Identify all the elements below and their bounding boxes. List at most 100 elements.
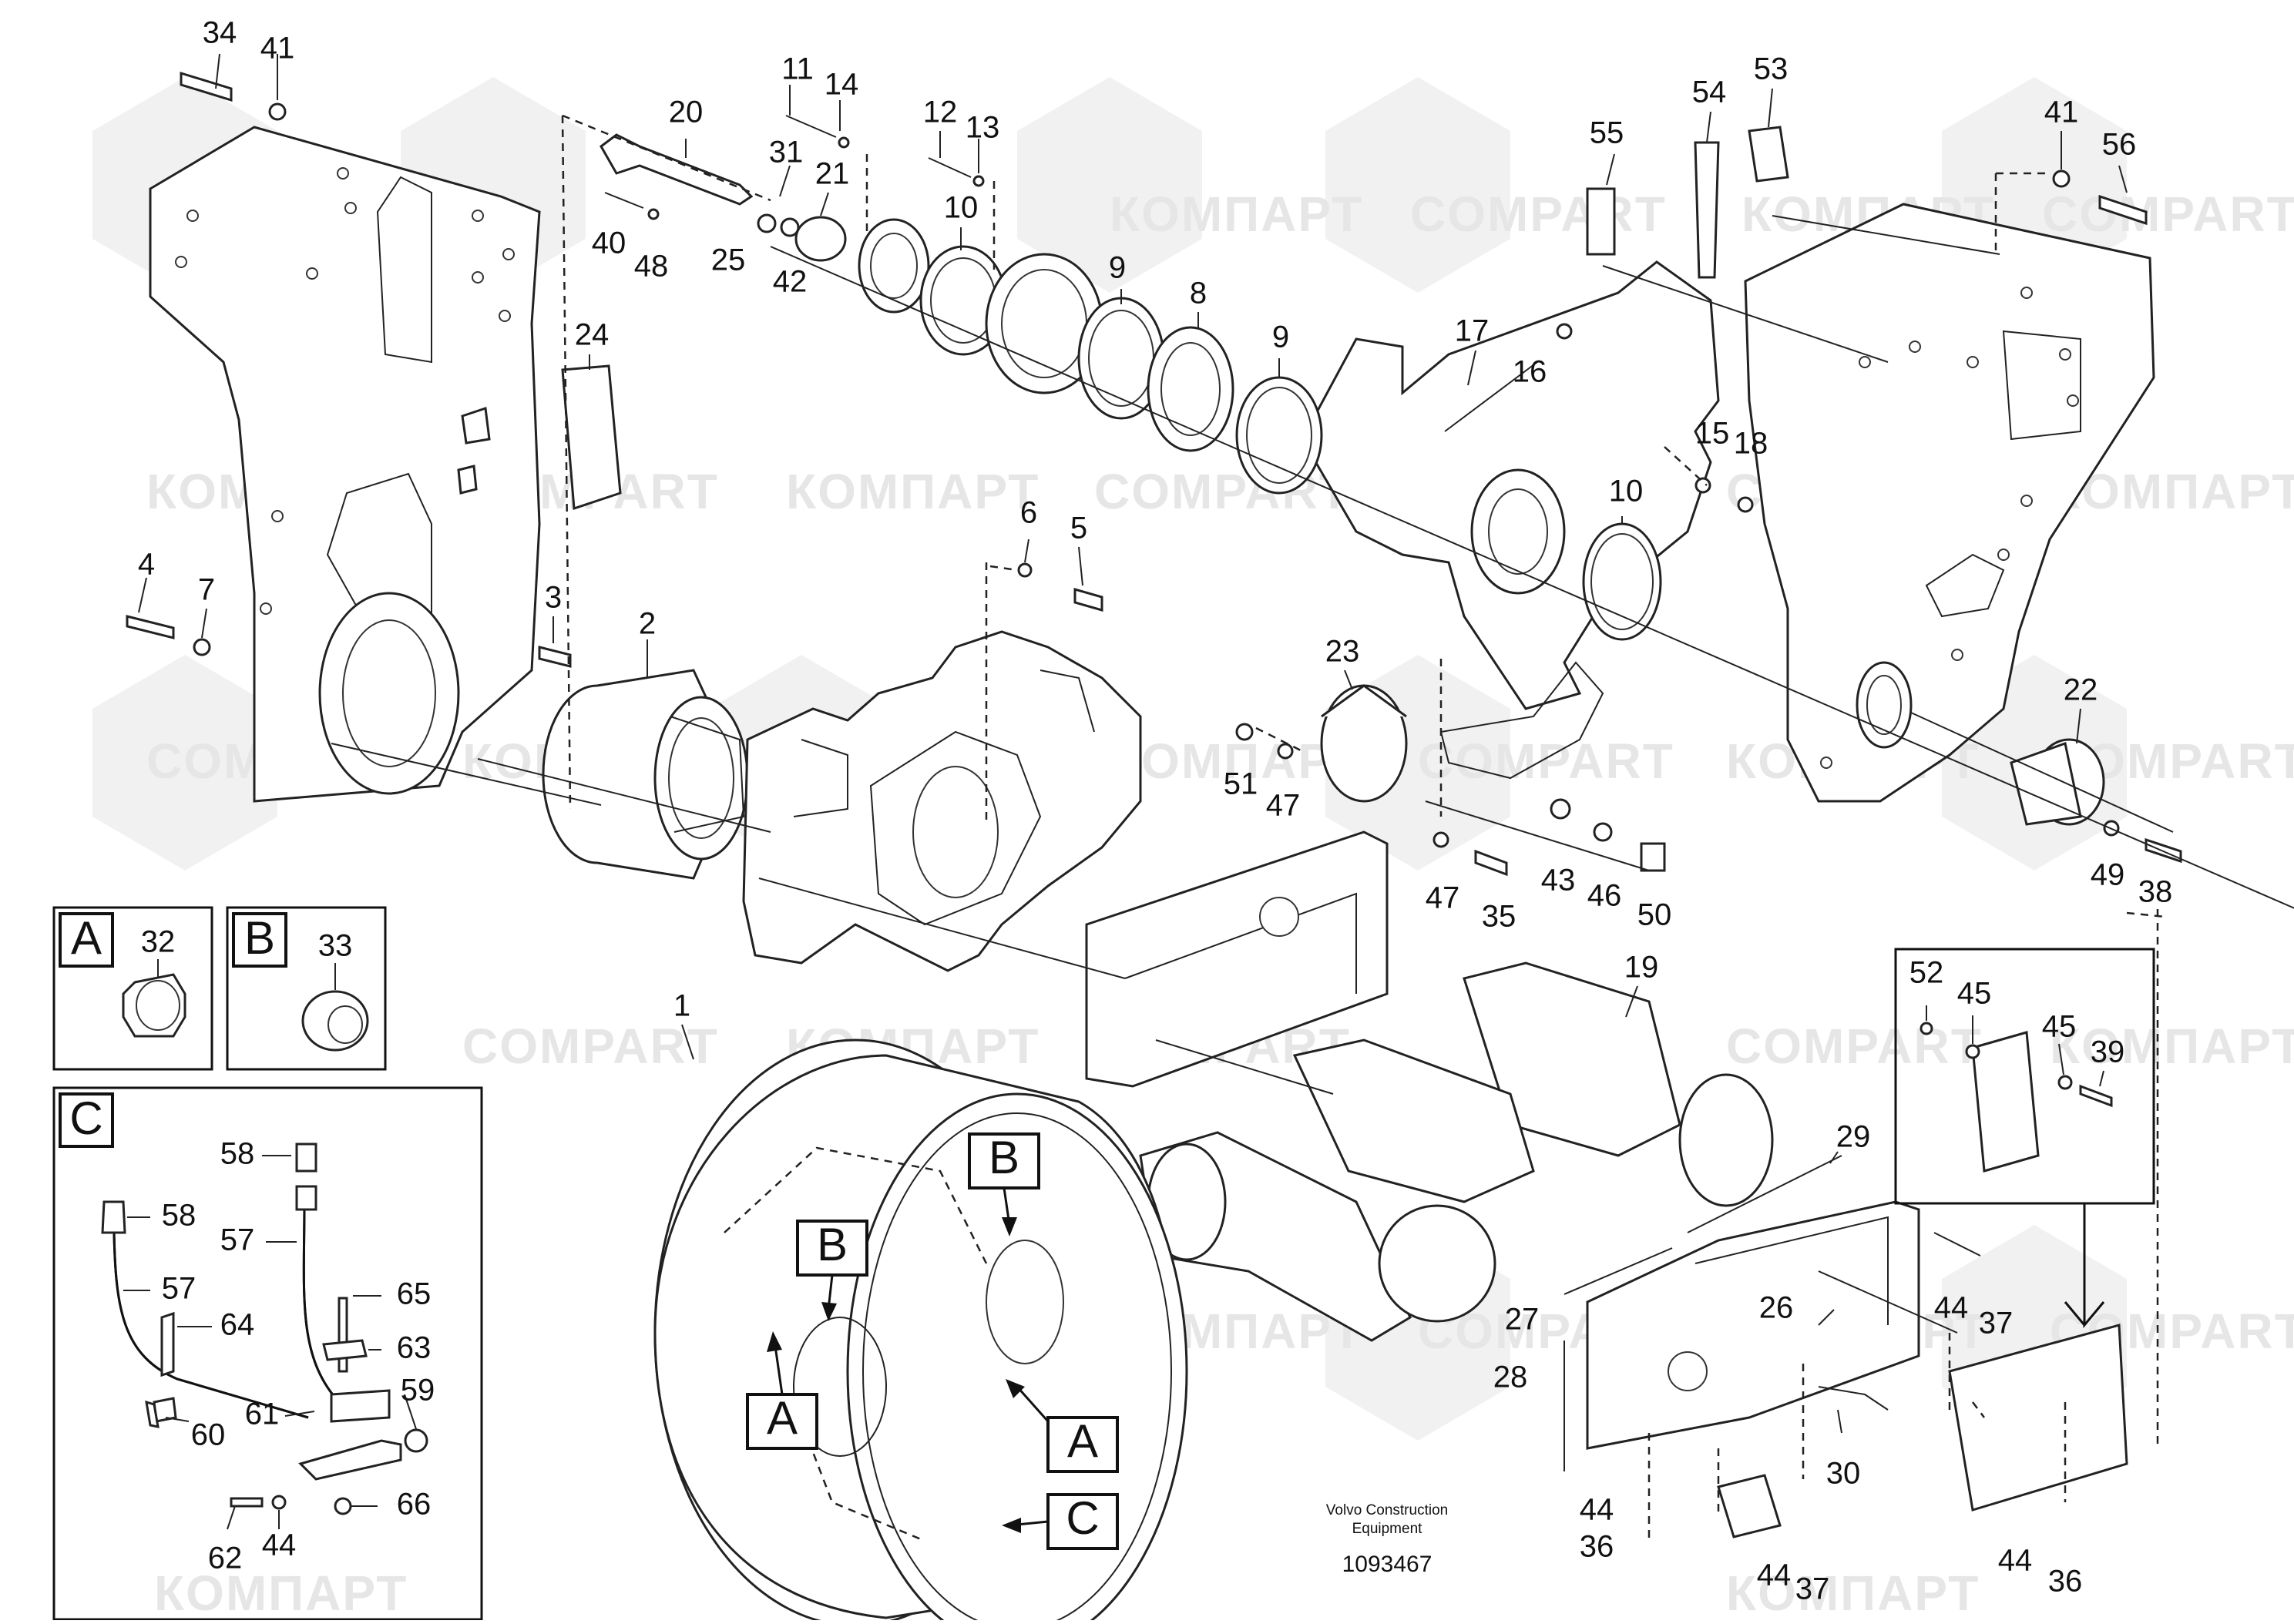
detail-box-right xyxy=(1894,948,2155,1329)
callout-6: 6 xyxy=(1020,496,1037,530)
callout-39: 39 xyxy=(2091,1035,2125,1069)
detail-c-callout-44: 44 xyxy=(262,1528,297,1562)
guard-and-driveshafts xyxy=(1085,830,1774,1342)
view-marker-b-upper: B xyxy=(989,1132,1019,1183)
watermark-text-23: КОМПАРТ xyxy=(2050,1018,2294,1074)
callout-16: 16 xyxy=(1513,355,1547,389)
callout-25: 25 xyxy=(711,243,746,277)
detail-box-a: A 32 xyxy=(52,906,213,1071)
drum-end-plate xyxy=(742,630,1142,972)
callout-46: 46 xyxy=(1587,879,1622,913)
callout-50: 50 xyxy=(1637,898,1672,932)
watermark-text-3: COMPART xyxy=(1410,186,1667,242)
callout-35: 35 xyxy=(1482,900,1516,934)
left-frame-plate xyxy=(149,126,541,803)
watermark-text-2: КОМПАРТ xyxy=(1110,186,1363,242)
callout-17: 17 xyxy=(1455,314,1490,348)
callout-8: 8 xyxy=(1190,277,1207,310)
callout-19: 19 xyxy=(1624,951,1659,985)
callout-10-upper: 10 xyxy=(944,191,979,225)
callout-37-mid: 37 xyxy=(1979,1307,2014,1340)
callout-10-lower: 10 xyxy=(1609,475,1644,508)
callout-26: 26 xyxy=(1759,1291,1794,1325)
watermark-text-28: КОМПАРТ xyxy=(154,1565,408,1620)
footer-manufacturer-line-2: Equipment xyxy=(1352,1521,1423,1537)
callout-55: 55 xyxy=(1590,116,1624,150)
detail-box-b: B 33 xyxy=(226,906,387,1071)
view-marker-b-lower: B xyxy=(817,1219,848,1270)
callout-9-left: 9 xyxy=(1109,251,1126,285)
callout-37-bottom-mid: 37 xyxy=(1795,1572,1830,1606)
right-frame-plate xyxy=(1744,203,2155,803)
watermark-text-5: COMPART xyxy=(2042,186,2294,242)
watermark-text-22: COMPART xyxy=(1726,1018,1983,1074)
callout-40: 40 xyxy=(592,226,626,260)
view-marker-c: C xyxy=(1066,1492,1099,1544)
callout-44-bottom-right: 44 xyxy=(1998,1544,2033,1578)
callout-20: 20 xyxy=(669,96,704,129)
watermark-text-16: COMPART xyxy=(1418,733,1674,789)
drawing-footer: Volvo Construction Equipment 1093467 xyxy=(1326,1502,1448,1577)
callout-56: 56 xyxy=(2102,128,2137,162)
centre-bracket-plate xyxy=(1301,260,1720,780)
callout-36-bottom-right: 36 xyxy=(2048,1565,2083,1599)
callout-22: 22 xyxy=(2064,673,2098,707)
callout-41-left: 41 xyxy=(260,32,295,65)
detail-c-callout-57-upper: 57 xyxy=(220,1223,255,1257)
callout-11: 11 xyxy=(781,52,814,86)
callout-1: 1 xyxy=(673,989,690,1023)
callout-48: 48 xyxy=(634,250,669,284)
detail-c-callout-59: 59 xyxy=(401,1374,435,1408)
view-markers: B B A A C xyxy=(746,1132,1119,1550)
callout-54: 54 xyxy=(1692,75,1727,109)
callout-7: 7 xyxy=(198,573,215,607)
callout-44-bottom-mid: 44 xyxy=(1757,1559,1792,1592)
callout-13: 13 xyxy=(966,111,1000,145)
detail-a-callout-32: 32 xyxy=(141,925,176,959)
callout-49: 49 xyxy=(2091,858,2125,892)
callout-14: 14 xyxy=(825,68,859,102)
view-marker-a-right: A xyxy=(1067,1415,1098,1467)
detail-box-c: C 58 58 57 57 xyxy=(52,1086,483,1621)
footer-manufacturer-line-1: Volvo Construction xyxy=(1326,1502,1448,1518)
top-row-components xyxy=(126,71,2182,877)
callout-41-right: 41 xyxy=(2044,96,2079,129)
callout-45-left: 45 xyxy=(1957,977,1992,1011)
detail-b-callout-33: 33 xyxy=(318,929,353,963)
detail-box-b-letter: B xyxy=(244,912,275,964)
callout-44-mid: 44 xyxy=(1934,1291,1969,1325)
detail-c-callout-60: 60 xyxy=(191,1418,226,1452)
leader-lines xyxy=(138,53,2294,1434)
detail-c-callout-57-lower: 57 xyxy=(162,1272,196,1306)
callout-3: 3 xyxy=(545,581,562,615)
detail-c-callout-62: 62 xyxy=(208,1542,243,1575)
watermark-text-19: COMPART xyxy=(462,1018,719,1074)
callout-47-lower: 47 xyxy=(1426,881,1460,915)
detail-c-callout-61: 61 xyxy=(245,1398,280,1431)
right-sheet-parts xyxy=(1563,1155,2128,1538)
detail-c-callout-65: 65 xyxy=(397,1277,432,1311)
callout-51: 51 xyxy=(1224,767,1258,801)
footer-drawing-number: 1093467 xyxy=(1342,1552,1432,1577)
callout-30: 30 xyxy=(1826,1457,1861,1491)
watermark-text-15: КОМПАРТ xyxy=(1110,733,1363,789)
callout-15: 15 xyxy=(1695,417,1730,451)
drum-shell xyxy=(653,1038,1188,1624)
callout-18: 18 xyxy=(1734,427,1768,461)
callout-23: 23 xyxy=(1325,635,1360,669)
callout-4: 4 xyxy=(138,548,155,582)
assembly-dashed-lines xyxy=(561,114,2166,1541)
hub-gearbox xyxy=(542,669,749,880)
callout-42: 42 xyxy=(773,265,808,299)
callout-21: 21 xyxy=(815,157,850,191)
callout-43: 43 xyxy=(1541,864,1576,898)
detail-c-callout-63: 63 xyxy=(397,1331,432,1365)
callout-45-right: 45 xyxy=(2042,1010,2077,1044)
callout-38: 38 xyxy=(2138,875,2173,909)
callout-29: 29 xyxy=(1836,1120,1871,1154)
callout-5: 5 xyxy=(1070,512,1087,545)
callout-2: 2 xyxy=(639,607,656,641)
detail-c-callout-66: 66 xyxy=(397,1488,432,1522)
